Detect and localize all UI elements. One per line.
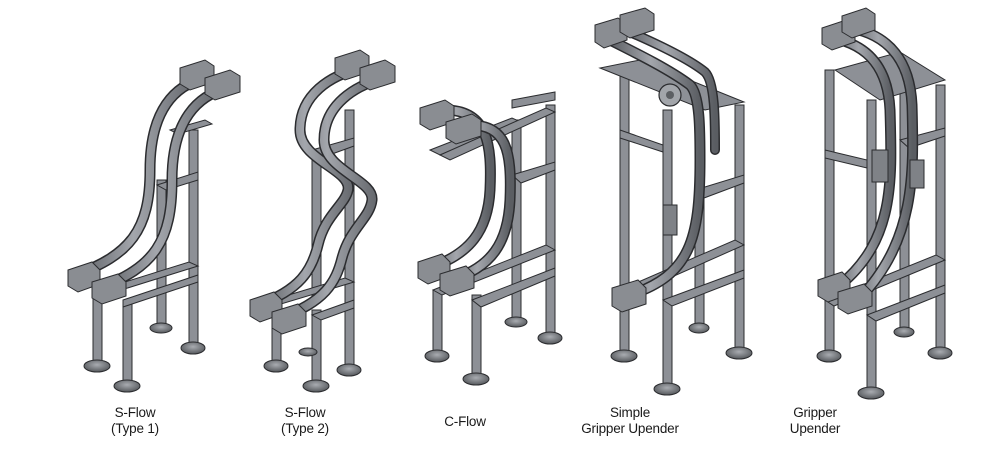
gripper-upender-end-blocks	[817, 7, 876, 315]
gripper-upender-illustration	[816, 7, 953, 400]
simple-gripper-upender-rails	[604, 25, 720, 301]
caption-line: Gripper Upender	[581, 421, 679, 436]
c-flow-illustration	[417, 91, 563, 386]
conveyor-illustrations	[67, 7, 953, 400]
caption-line: S-Flow	[114, 405, 156, 420]
caption-line: (Type 2)	[281, 421, 329, 436]
s-flow-type-1-illustration	[67, 59, 241, 393]
simple-gripper-upender-gripper	[662, 204, 678, 236]
gripper-upender-gripper	[871, 149, 925, 189]
s-flow-type-2-end-blocks	[249, 49, 396, 335]
caption-line: S-Flow	[284, 405, 326, 420]
caption-gripper-upender: Gripper Upender	[760, 405, 870, 437]
caption-line: C-Flow	[444, 414, 486, 429]
c-flow-end-blocks	[417, 99, 482, 297]
gripper-upender-rails	[826, 22, 919, 304]
gripper-upender-feet	[816, 326, 953, 400]
s-flow-type-2-rails	[252, 62, 391, 324]
s-flow-type-1-feet	[83, 322, 206, 393]
s-flow-type-1-end-blocks	[67, 59, 241, 305]
simple-gripper-upender-wheel	[658, 83, 682, 107]
caption-line: Upender	[789, 421, 841, 436]
caption-line: Gripper	[793, 405, 837, 420]
caption-s-flow-type-2: S-Flow (Type 2)	[250, 405, 360, 437]
simple-gripper-upender-feet	[610, 322, 753, 396]
simple-gripper-upender-illustration	[594, 7, 753, 396]
caption-line: (Type 1)	[111, 421, 159, 436]
s-flow-type-2-feet	[263, 347, 362, 393]
simple-gripper-upender-end-blocks	[594, 7, 655, 313]
s-flow-type-1-rails	[69, 72, 234, 294]
caption-c-flow: C-Flow	[410, 414, 520, 430]
s-flow-type-2-illustration	[249, 49, 396, 393]
c-flow-feet	[424, 316, 563, 386]
caption-simple-gripper-upender: Simple Gripper Upender	[555, 405, 705, 437]
caption-s-flow-type-1: S-Flow (Type 1)	[80, 405, 190, 437]
caption-line: Simple	[609, 405, 651, 420]
